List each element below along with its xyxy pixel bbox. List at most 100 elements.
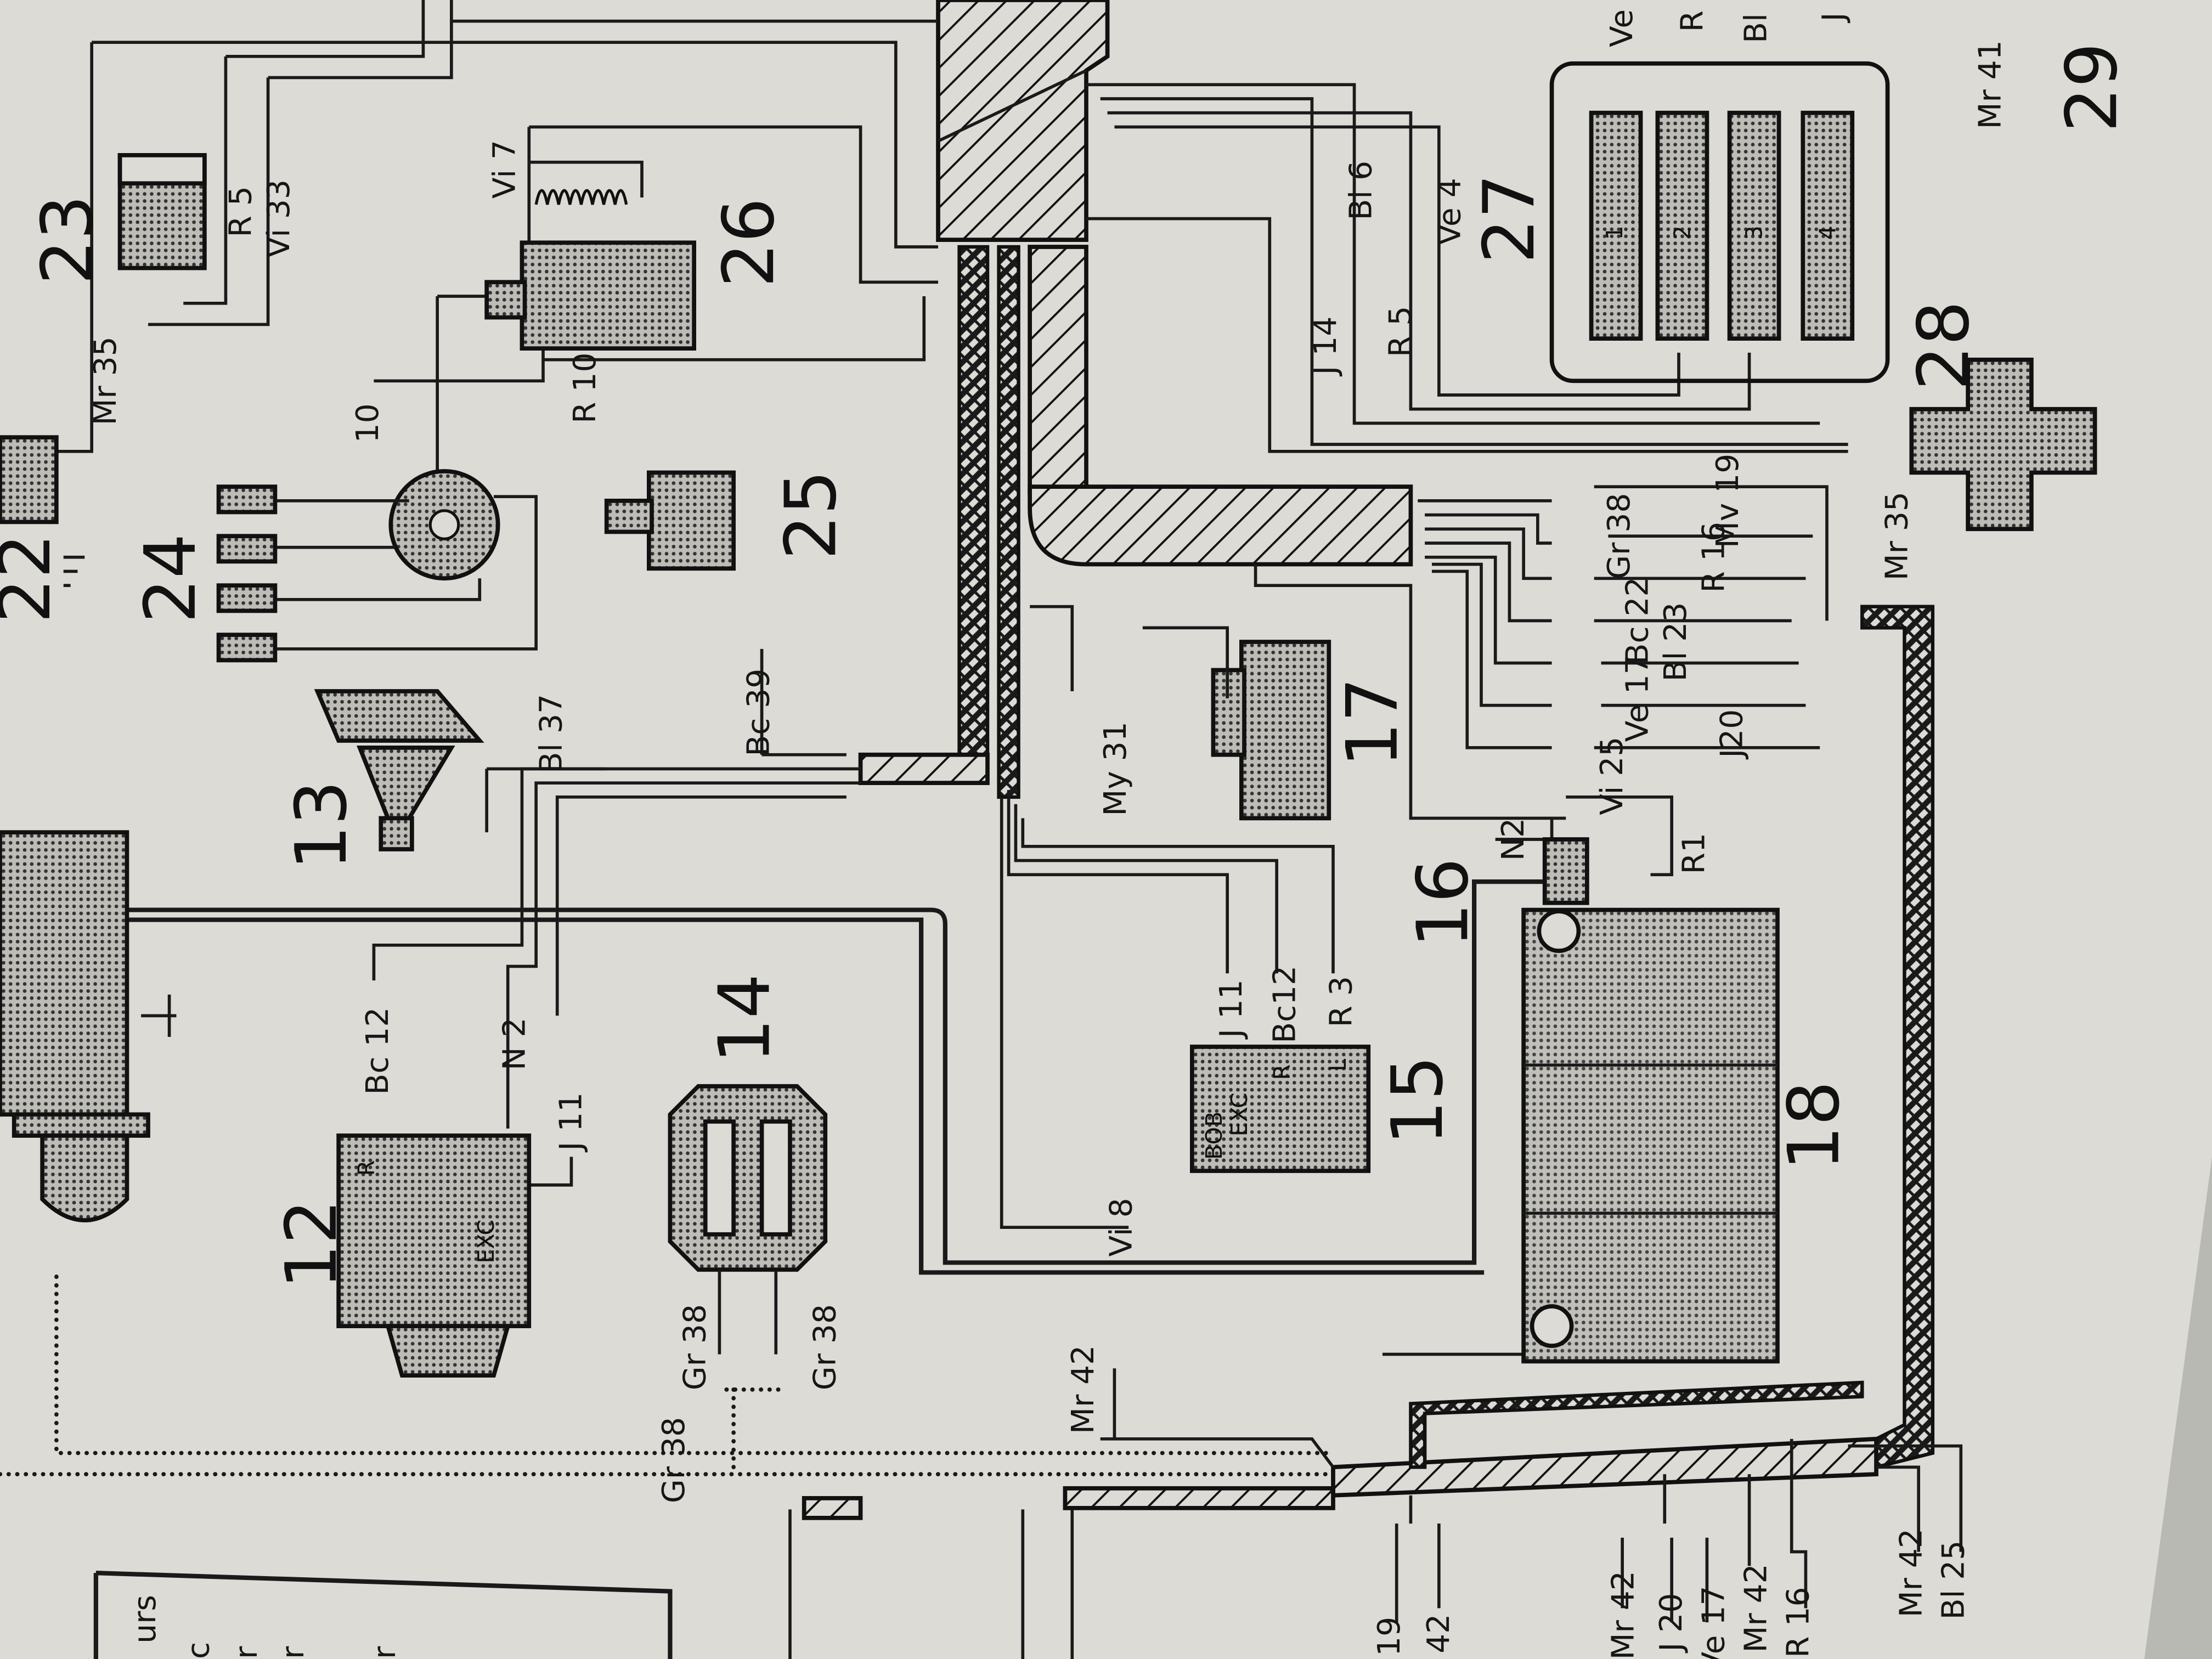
- wire-label: R 10: [567, 353, 603, 424]
- wire-label: N2: [1495, 818, 1531, 861]
- rear-harness-main: [1331, 1436, 1878, 1498]
- component-16-switch: [1542, 837, 1589, 905]
- wire-label: Mr 41: [1972, 40, 2008, 129]
- wire-label: Vi 33: [261, 179, 297, 258]
- fuse-number: 4: [1814, 225, 1841, 240]
- wire-label: Bc 22: [1619, 577, 1655, 664]
- wire-label: R: [1674, 10, 1711, 32]
- page-edge-shadow: [2144, 1156, 2212, 1659]
- wires: [56, 0, 1963, 1659]
- terminal-label: EXC: [473, 1220, 499, 1263]
- wire-label: Mr 42: [1065, 1345, 1101, 1434]
- wire-label: J 11: [552, 1092, 589, 1153]
- wire-label: Ve: [1604, 9, 1640, 47]
- wire-label: R1: [1675, 833, 1712, 874]
- wire-label: 19: [1371, 1617, 1407, 1656]
- wire-label: Vi 7: [487, 140, 523, 199]
- component-number: 25: [770, 470, 852, 560]
- component-18-battery: [1521, 907, 1780, 1364]
- wire-label: Mr 42: [1893, 1528, 1929, 1617]
- component-14: [668, 1084, 828, 1355]
- component-17-flasher: [1142, 626, 1331, 821]
- fuse-number: 2: [1669, 225, 1696, 240]
- wire-label: J 11: [1213, 979, 1249, 1040]
- battery-cable-inner: [56, 917, 1485, 1275]
- legend-row: c: [180, 1642, 217, 1659]
- rear-harness-left: [1063, 1486, 1335, 1510]
- legend-row: r: [275, 1646, 311, 1659]
- wire-label: Bc12: [1267, 966, 1303, 1043]
- component-numbers: 23 22 24 26 25 13 12 14 15 16 17 18 27 2…: [0, 43, 2133, 1289]
- component-26-ignition-coil: [484, 189, 697, 351]
- wire-label: J 20: [1653, 1593, 1689, 1654]
- terminal-label: R: [1268, 1064, 1295, 1080]
- wire-label: R 16: [1780, 1587, 1816, 1658]
- component-22: [0, 435, 85, 587]
- component-15-regulator: [1190, 1045, 1371, 1173]
- component-number: 14: [704, 974, 786, 1064]
- spark-plug-4: [216, 633, 278, 663]
- wire-label: Mv 19: [1709, 454, 1746, 548]
- wire-label: Mr 35: [1879, 492, 1915, 580]
- terminal-label: EXC: [1226, 1092, 1252, 1136]
- component-27-fusebox: [1549, 61, 1890, 383]
- component-12-generator: [336, 1133, 532, 1378]
- component-number: 16: [1402, 858, 1484, 948]
- component-number: 29: [2051, 43, 2133, 133]
- legend-heading: urs: [127, 1595, 163, 1644]
- component-number: 24: [130, 533, 212, 623]
- spark-plug-2: [216, 534, 278, 564]
- fuse-number: 3: [1741, 225, 1768, 240]
- component-23-relay: [117, 153, 207, 270]
- spark-plug-3: [216, 583, 278, 613]
- wire-label: Ve 17: [1619, 654, 1655, 742]
- wire-label: Ve 17: [1695, 1585, 1731, 1659]
- wire-label: 42: [1420, 1614, 1457, 1654]
- legend-fragment: urs c r r r: [127, 1595, 403, 1659]
- component-number: 23: [27, 195, 109, 285]
- component-number: 15: [1377, 1056, 1459, 1146]
- component-number: 13: [281, 780, 363, 870]
- component-25: [604, 470, 736, 571]
- component-number: 28: [1903, 301, 1985, 391]
- harness-stub: [802, 1496, 863, 1520]
- component-number: 17: [1332, 678, 1414, 768]
- spark-plug-1: [216, 484, 278, 515]
- battery-cable: [56, 879, 1545, 1265]
- wire-label: Bl 23: [1657, 602, 1694, 681]
- wire-label: Bc 39: [740, 669, 776, 757]
- component-number: 26: [708, 198, 790, 287]
- wire-label: Gr 38: [677, 1304, 713, 1390]
- wire-label: 10: [349, 403, 386, 443]
- component-13-horn: [314, 689, 484, 851]
- wire-label: J20: [1714, 709, 1750, 760]
- fuse-number: 1: [1601, 225, 1628, 240]
- wire-label: J 14: [1307, 317, 1344, 377]
- terminal-label: BOB: [1201, 1111, 1227, 1160]
- terminal-label: L: [1325, 1059, 1351, 1071]
- harness-junction: [858, 0, 1413, 799]
- wire-label: Mr 42: [1737, 1564, 1774, 1652]
- dotted-wire-3: [724, 1387, 786, 1470]
- wire-label: My 31: [1097, 721, 1133, 816]
- wire-label: R 16: [1695, 522, 1731, 592]
- legend-box: [93, 1571, 673, 1659]
- wire-label: J: [1815, 13, 1852, 24]
- wire-label: Ve 4: [1431, 178, 1468, 245]
- wire-label: Vi 8: [1103, 1198, 1139, 1257]
- wire-label: Gr 38: [656, 1417, 692, 1503]
- dotted-wire-1: [54, 1274, 1328, 1455]
- wire-label: Gr 38: [806, 1304, 843, 1390]
- wire-label: Bl: [1737, 13, 1774, 43]
- wire-label: R 5: [223, 186, 259, 237]
- legend-row: r: [366, 1646, 403, 1659]
- component-28: [1909, 357, 2097, 532]
- wire-label: Mr 35: [87, 336, 123, 425]
- legend-row: r: [228, 1646, 264, 1659]
- wire-label: Bl 6: [1342, 161, 1379, 221]
- starter-motor: [0, 830, 177, 1222]
- component-number: 22: [0, 533, 66, 623]
- wire-label: Bc 12: [359, 1007, 396, 1095]
